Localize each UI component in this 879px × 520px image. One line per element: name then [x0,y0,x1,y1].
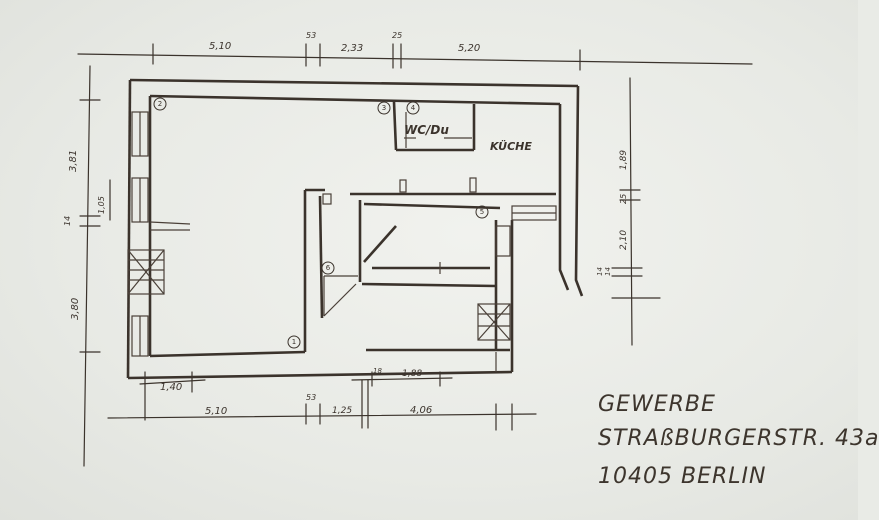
dim-left-4: 3,80 [70,298,81,320]
dim-top-5: 5,20 [458,43,480,54]
dim-right-4: 14 [596,267,604,276]
svg-text:3: 3 [382,104,386,112]
title-line-3: 10405 BERLIN [598,464,767,489]
dim-top-3: 2,33 [341,43,363,54]
dim-right-5: 14 [604,267,612,276]
inner-details [322,112,557,372]
title-line-2: STRAßBURGERSTR. 43a [598,426,879,451]
title-line-1: GEWERBE [598,392,716,417]
room-label-kitchen: KÜCHE [490,139,532,153]
floor-plan: 5,10 53 2,33 25 5,20 3,81 14 1,05 3,80 1… [63,31,753,467]
left-stair [127,249,165,295]
room-label-wc: WC/Du [404,123,449,137]
inner-walls [303,101,556,372]
marker-1: 1 [287,335,301,349]
svg-text:6: 6 [326,264,331,272]
dim-right-2: 25 [619,194,628,204]
dim-bottom-3: 53 [306,393,316,402]
svg-text:5: 5 [480,208,484,216]
dim-top-4: 25 [392,31,402,40]
dim-bottom-6: 18 [373,367,382,375]
dim-top-2: 53 [306,31,316,40]
dim-left-1: 3,81 [68,150,79,172]
dim-bottom-5: 4,06 [410,405,432,416]
bottom-dimension-chain [107,371,537,431]
marker-6: 6 [321,261,335,275]
left-dimension-chain [79,65,111,467]
dim-right-3: 2,10 [619,230,629,250]
marker-3: 3 [377,101,391,115]
dim-right-1: 1,89 [619,150,629,170]
top-dimension-chain [77,43,753,71]
dim-bottom-4: 1,25 [332,406,352,416]
marker-2: 2 [153,97,167,111]
dim-bottom-1: 1,40 [160,382,182,393]
right-dimension-chain [611,77,661,346]
outer-walls [126,78,584,380]
svg-text:4: 4 [411,104,416,112]
dim-left-2: 14 [63,216,72,226]
dim-top-1: 5,10 [209,41,231,52]
svg-text:1: 1 [292,338,296,346]
svg-text:2: 2 [158,100,162,108]
left-windows [131,111,191,357]
marker-4: 4 [406,101,420,115]
dim-bottom-2: 5,10 [205,406,227,417]
marker-5: 5 [475,205,489,219]
dim-left-3: 1,05 [97,196,106,214]
